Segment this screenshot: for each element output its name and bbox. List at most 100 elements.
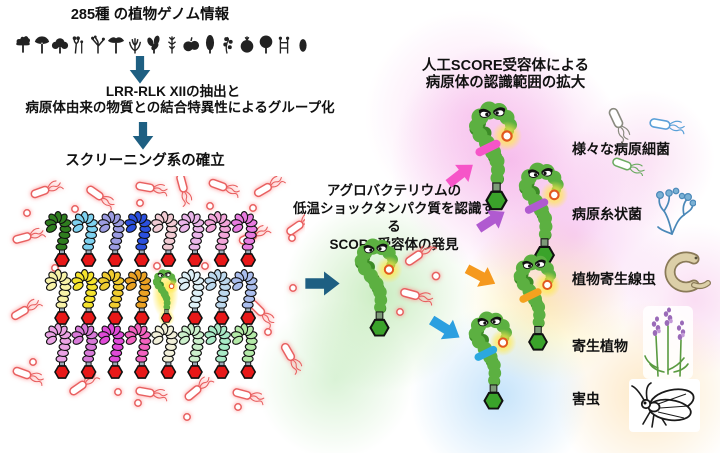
artificial-receptor-plant-insect (466, 311, 521, 412)
kinase-hexagon (528, 333, 548, 351)
ligand-icon (497, 337, 509, 348)
csp-molecule-icon (431, 271, 441, 281)
lrr-receptor (177, 269, 205, 325)
csp-molecule-icon (134, 399, 142, 407)
bacterium-icon (176, 176, 193, 207)
bacterium-icon (280, 342, 303, 375)
plant-icon-tomato (240, 36, 254, 53)
parasitic-plant-icon (640, 306, 696, 382)
plant-icon-grass (128, 38, 142, 54)
bacterium-icon (286, 212, 305, 236)
label-insect-pest: 害虫 (572, 391, 600, 407)
csp-molecule-icon (234, 403, 242, 411)
plant-icon-branch (90, 35, 105, 54)
score-receptor-character (352, 238, 407, 339)
bacterium-icon (608, 107, 631, 144)
step-extraction-line1: LRR-RLK XIIの抽出と (105, 84, 241, 99)
lrr-receptor (97, 269, 125, 325)
agrobacterium-icons (392, 246, 446, 320)
lrr-receptor (44, 323, 72, 379)
lrr-receptor (230, 323, 258, 379)
plant-icon-tree-spread (16, 36, 31, 53)
csp-molecule-icon (29, 358, 37, 366)
bacterium-icon (135, 181, 168, 197)
lrr-receptor (204, 323, 232, 379)
csp-molecule-icon (183, 413, 191, 421)
plant-icon-tree-flat (108, 37, 125, 54)
nematode-icon (650, 248, 712, 298)
screening-diagram (5, 176, 305, 448)
plant-icon-tree-umbrella (34, 36, 49, 54)
lrr-receptor (230, 211, 258, 267)
title-plant-genomes: 285種 の植物ゲノム情報 (70, 7, 230, 23)
bacterium-icon (12, 227, 46, 244)
label-parasitic-plant: 寄生植物 (572, 338, 628, 354)
ligand-icon (542, 279, 553, 290)
swapped-domain-band (474, 345, 498, 361)
bacterium-icon (400, 287, 434, 306)
csp-molecule-icon (201, 262, 209, 270)
bacterium-icon (404, 246, 437, 266)
plant-silhouette-row (14, 29, 312, 56)
lrr-receptor (124, 323, 152, 379)
csp-molecule-icon (249, 204, 257, 212)
csp-molecule-icon (153, 262, 161, 270)
bacterium-icon (232, 388, 265, 406)
lrr-receptor (177, 211, 205, 267)
csp-molecule-icon (289, 284, 297, 292)
step-extraction-line2: 病原体由来の物質との結合特異性によるグループ化 (25, 100, 335, 115)
bacterium-icon (612, 157, 645, 176)
bacterium-icon (86, 185, 115, 211)
plant-icon-poplar (205, 35, 214, 54)
bacterium-icon (10, 298, 43, 321)
csp-molecule-icon (23, 209, 31, 217)
plant-icon-leafy (146, 35, 160, 54)
lrr-receptor (151, 323, 178, 379)
plant-icon-seed (299, 39, 307, 52)
artificial-score-title-line1: 人工SCORE受容体による (421, 58, 590, 74)
angry-eyes (527, 167, 553, 178)
receptor-stem (492, 182, 501, 192)
lrr-receptor (44, 269, 72, 325)
kinase-hexagon (483, 391, 504, 410)
lrr-receptor (124, 269, 152, 325)
artificial-receptor-nematode (511, 254, 565, 353)
angry-eyes (478, 107, 506, 118)
bacteria-icons (596, 100, 688, 176)
bacterium-icon (649, 118, 685, 135)
bacterium-icon (69, 372, 101, 396)
insect-icon (624, 378, 704, 434)
csp-molecule-icon (264, 328, 272, 336)
label-pathogenic-bacteria: 様々な病原細菌 (572, 141, 670, 157)
ligand-icon (501, 130, 513, 142)
lrr-receptor (71, 211, 99, 267)
plant-icon-berries (183, 37, 200, 52)
swapped-domain-band (524, 198, 549, 214)
angry-eyes (477, 316, 502, 327)
score-receptor-hit (151, 268, 179, 327)
bacterium-icon (253, 176, 286, 198)
plant-icon-stand (278, 36, 290, 54)
kinase-hexagon (160, 313, 172, 323)
bacterium-icon (30, 180, 64, 199)
receptor-stem (489, 384, 498, 393)
lrr-receptor (71, 323, 99, 379)
receptor-stem (164, 309, 169, 314)
plant-icon-spike (168, 36, 177, 54)
ligand-icon (383, 264, 395, 275)
angry-eyes (363, 243, 388, 254)
csp-molecule-icon (114, 388, 122, 396)
swapped-domain-band (519, 288, 542, 303)
receptor-stem (534, 325, 542, 335)
csp-molecule-icon (396, 308, 404, 316)
lrr-receptor (204, 211, 232, 267)
lrr-receptor (44, 211, 72, 267)
plant-icon-tree-round (259, 35, 272, 54)
artificial-receptor-bacteria (466, 101, 527, 213)
score-discovery-line2: 低温ショックタンパク質を認識する (293, 201, 495, 234)
lrr-receptor (97, 211, 125, 267)
lrr-receptor (177, 323, 205, 379)
csp-molecule-icon (206, 202, 214, 210)
lrr-receptor (124, 211, 152, 267)
